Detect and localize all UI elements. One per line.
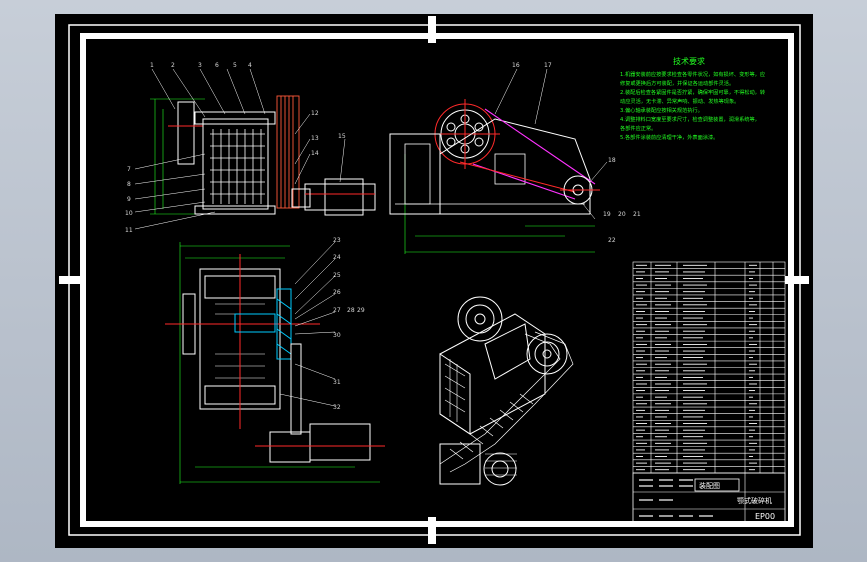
isometric-view <box>439 296 574 486</box>
part-label: 24 <box>333 254 341 261</box>
part-label: 17 <box>544 62 552 69</box>
part-label: 15 <box>338 133 346 140</box>
center-mark-left <box>59 276 81 284</box>
technical-requirements: 技术要求 1.机器安装前应按要求检查各零件状况，如有损坏、变形等，应 修复或更换… <box>620 56 765 141</box>
part-label: 25 <box>333 272 341 279</box>
part-label: 8 <box>127 181 131 188</box>
notes-title: 技术要求 <box>673 56 705 66</box>
part-label: 12 <box>311 110 319 117</box>
center-mark-right <box>785 276 809 284</box>
part-label: 23 <box>333 237 341 244</box>
notes-line: 修复或更换后方可装配，并保证各运动部件灵活。 <box>620 79 734 87</box>
title-block-frame <box>632 472 786 524</box>
part-label: 13 <box>311 135 319 142</box>
top-view-labels: 23 24 25 26 27 28 29 30 31 32 <box>333 237 365 411</box>
front-view <box>134 68 376 230</box>
part-label: 19 <box>603 211 611 218</box>
center-mark-bottom <box>428 517 436 544</box>
drawing-svg: 1 2 3 5 4 6 7 8 9 10 11 12 13 14 15 <box>59 16 809 544</box>
title-block-subtitle: 颚式破碎机 <box>737 496 772 505</box>
notes-line: 1.机器安装前应按要求检查各零件状况，如有损坏、变形等，应 <box>620 70 765 78</box>
part-label: 11 <box>125 227 133 234</box>
notes-line: 2.装配后检查各紧固件是否拧紧，确保牢固可靠，不得松动，转 <box>620 88 765 96</box>
part-label: 6 <box>215 62 219 69</box>
drawing-number: EP00 <box>755 512 775 521</box>
notes-line: 4.调整排料口宽度至要求尺寸，检查调整装置，润滑系统等， <box>620 115 760 123</box>
part-label: 28 <box>347 307 355 314</box>
part-label: 14 <box>311 150 319 157</box>
part-label: 3 <box>198 62 202 69</box>
notes-line: 5.各部件涂装前应清理干净，外表面涂漆。 <box>620 133 718 141</box>
part-label: 27 <box>333 307 341 314</box>
notes-line: 3.偏心轴承装配应按相关规范执行。 <box>620 106 703 114</box>
part-label: 29 <box>357 307 365 314</box>
side-view-labels: 16 17 18 19 20 21 22 <box>512 62 641 244</box>
part-label: 21 <box>633 211 641 218</box>
part-label: 30 <box>333 332 341 339</box>
title-block-name: 装配图 <box>699 481 720 490</box>
front-view-labels: 1 2 3 5 4 6 7 8 9 10 11 12 13 14 15 <box>125 62 346 234</box>
part-label: 18 <box>608 157 616 164</box>
part-label: 22 <box>608 237 616 244</box>
parts-list-table <box>632 261 786 474</box>
part-label: 4 <box>248 62 252 69</box>
top-view <box>165 241 385 484</box>
part-label: 26 <box>333 289 341 296</box>
title-block: 装配图 颚式破碎机 EP00 <box>632 472 786 524</box>
part-label: 1 <box>150 62 154 69</box>
part-label: 5 <box>233 62 237 69</box>
drawing-canvas: 1 2 3 5 4 6 7 8 9 10 11 12 13 14 15 <box>55 14 813 548</box>
part-label: 20 <box>618 211 626 218</box>
center-mark-top <box>428 16 436 43</box>
notes-line: 各部件应正常。 <box>620 124 656 132</box>
part-label: 31 <box>333 379 341 386</box>
part-label: 2 <box>171 62 175 69</box>
side-view <box>389 68 608 254</box>
notes-line: 动应灵活，无卡滞、异常声响、振动、发热等现象。 <box>620 97 739 105</box>
part-label: 10 <box>125 210 133 217</box>
part-label: 32 <box>333 404 341 411</box>
part-label: 16 <box>512 62 520 69</box>
part-label: 9 <box>127 196 131 203</box>
part-label: 7 <box>127 166 131 173</box>
